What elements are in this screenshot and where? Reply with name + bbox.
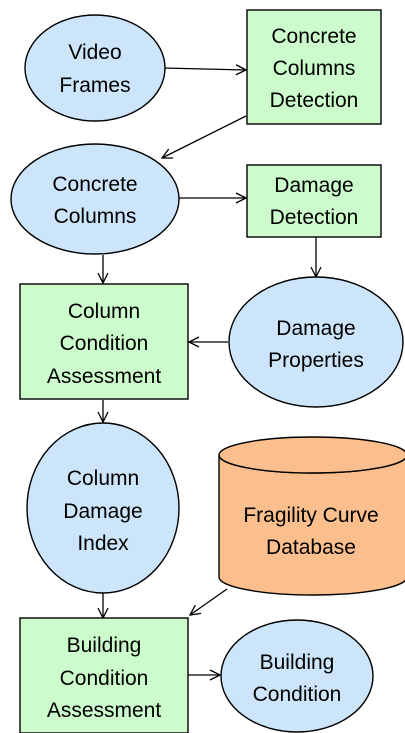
column-damage-index-ellipse (26, 422, 180, 594)
damage-detection-line-2: Detection (270, 206, 359, 229)
concrete-columns-detection-line-1: Concrete (271, 25, 356, 48)
fragility-curve-database-line-1: Fragility Curve (243, 504, 378, 527)
column-damage-index-line-2: Damage (63, 500, 142, 523)
edge-columns-detection-to-concrete-columns (162, 115, 247, 158)
column-condition-assessment-line-2: Condition (60, 332, 149, 355)
damage-properties-ellipse (228, 276, 404, 408)
damage-detection-line-1: Damage (274, 174, 353, 197)
concrete-columns-line-1: Concrete (52, 173, 137, 196)
node-building-condition: Building Condition (220, 619, 374, 733)
fragility-curve-database-line-2: Database (266, 536, 356, 559)
concrete-columns-detection-box (246, 9, 382, 125)
concrete-columns-detection-line-2: Columns (273, 57, 356, 80)
node-damage-detection: Damage Detection (246, 164, 382, 238)
building-condition-line-1: Building (260, 651, 335, 674)
building-condition-assessment-line-1: Building (67, 634, 142, 657)
node-concrete-columns-detection: Concrete Columns Detection (246, 9, 382, 125)
building-condition-ellipse (220, 619, 374, 733)
concrete-columns-detection-line-3: Detection (270, 89, 359, 112)
column-condition-assessment-line-1: Column (68, 300, 140, 323)
node-concrete-columns: Concrete Columns (10, 143, 180, 255)
column-damage-index-line-3: Index (77, 532, 129, 555)
node-damage-properties: Damage Properties (228, 276, 404, 408)
node-fragility-curve-database: Fragility Curve Database (218, 436, 405, 596)
building-condition-line-2: Condition (253, 683, 342, 706)
damage-properties-line-2: Properties (268, 349, 364, 372)
damage-properties-line-1: Damage (276, 317, 355, 340)
concrete-columns-ellipse (10, 143, 180, 255)
node-column-damage-index: Column Damage Index (26, 422, 180, 594)
video-frames-line-2: Frames (59, 74, 130, 97)
fragility-database-cylinder-top (218, 436, 405, 474)
building-condition-assessment-line-2: Condition (60, 667, 149, 690)
building-condition-assessment-line-3: Assessment (47, 699, 162, 722)
node-column-condition-assessment: Column Condition Assessment (19, 283, 189, 400)
concrete-columns-line-2: Columns (54, 205, 137, 228)
column-condition-assessment-line-3: Assessment (47, 365, 162, 388)
building-condition-assessment-box (19, 617, 189, 733)
damage-detection-box (246, 164, 382, 238)
video-frames-line-1: Video (68, 41, 121, 64)
video-frames-ellipse (24, 14, 166, 122)
edge-video-frames-to-columns-detection (162, 68, 246, 70)
edge-fragility-database-to-building-assessment (190, 588, 228, 615)
edges (103, 68, 316, 675)
node-building-condition-assessment: Building Condition Assessment (19, 617, 189, 733)
column-damage-index-line-1: Column (67, 467, 139, 490)
node-video-frames: Video Frames (24, 14, 166, 122)
column-condition-assessment-box (19, 283, 189, 400)
